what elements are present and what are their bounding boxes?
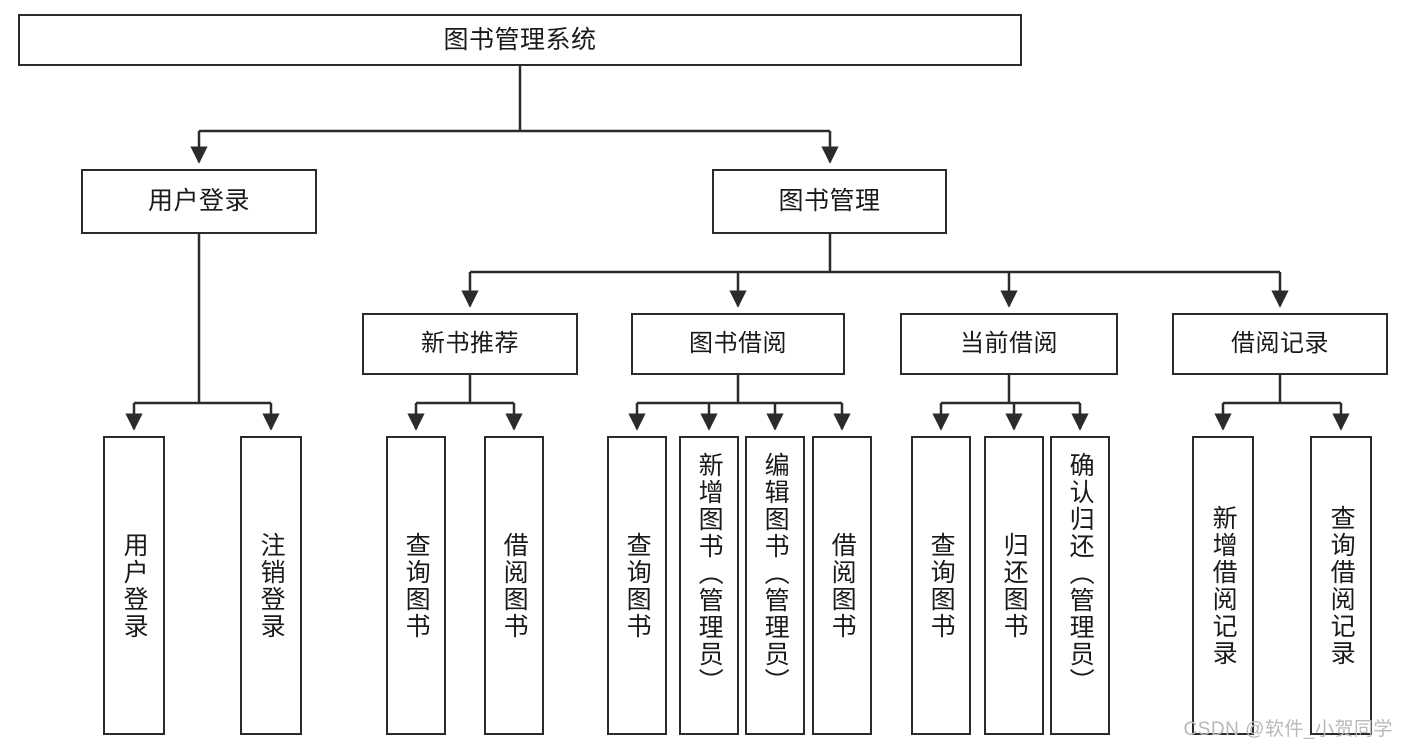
- leaf-label: 确认归还（管理员）: [1066, 452, 1095, 695]
- leaf-node[interactable]: 查询图书: [911, 436, 971, 735]
- leaf-label: 新增借阅记录: [1209, 504, 1238, 667]
- node-label: 图书管理系统: [443, 25, 597, 54]
- node-label: 图书管理: [778, 187, 881, 215]
- leaf-label: 查询借阅记录: [1327, 504, 1356, 667]
- leaf-label: 查询图书: [623, 531, 652, 640]
- leaf-label: 注销登录: [257, 531, 286, 640]
- node-label: 借阅记录: [1231, 330, 1329, 357]
- leaf-label: 用户登录: [120, 531, 149, 640]
- leaf-label: 借阅图书: [828, 531, 857, 640]
- watermark-text: CSDN @软件_小贺同学: [1183, 719, 1393, 740]
- node-borrow-record[interactable]: 借阅记录: [1172, 313, 1388, 375]
- leaf-node[interactable]: 编辑图书（管理员）: [745, 436, 805, 735]
- leaf-label: 查询图书: [402, 531, 431, 640]
- node-label: 图书借阅: [689, 330, 787, 357]
- node-user-login[interactable]: 用户登录: [81, 169, 317, 234]
- leaf-node[interactable]: 用户登录: [103, 436, 165, 735]
- leaf-node[interactable]: 确认归还（管理员）: [1050, 436, 1110, 735]
- leaf-label: 新增图书（管理员）: [695, 452, 724, 695]
- leaf-label: 归还图书: [1000, 531, 1029, 640]
- node-current-borrow[interactable]: 当前借阅: [900, 313, 1118, 375]
- leaf-node[interactable]: 归还图书: [984, 436, 1044, 735]
- node-book-management[interactable]: 图书管理: [712, 169, 947, 234]
- leaf-node[interactable]: 查询图书: [386, 436, 446, 735]
- leaf-label: 查询图书: [927, 531, 956, 640]
- leaf-node[interactable]: 借阅图书: [484, 436, 544, 735]
- leaf-node[interactable]: 借阅图书: [812, 436, 872, 735]
- node-root-system[interactable]: 图书管理系统: [18, 14, 1022, 66]
- node-label: 当前借阅: [960, 330, 1058, 357]
- node-label: 新书推荐: [421, 330, 519, 357]
- leaf-label: 编辑图书（管理员）: [761, 452, 790, 695]
- node-new-book-recommend[interactable]: 新书推荐: [362, 313, 578, 375]
- node-label: 用户登录: [147, 187, 250, 215]
- leaf-label: 借阅图书: [500, 531, 529, 640]
- leaf-node[interactable]: 新增图书（管理员）: [679, 436, 739, 735]
- leaf-node[interactable]: 查询借阅记录: [1310, 436, 1372, 735]
- leaf-node[interactable]: 查询图书: [607, 436, 667, 735]
- leaf-node[interactable]: 新增借阅记录: [1192, 436, 1254, 735]
- node-book-borrow[interactable]: 图书借阅: [631, 313, 845, 375]
- leaf-node[interactable]: 注销登录: [240, 436, 302, 735]
